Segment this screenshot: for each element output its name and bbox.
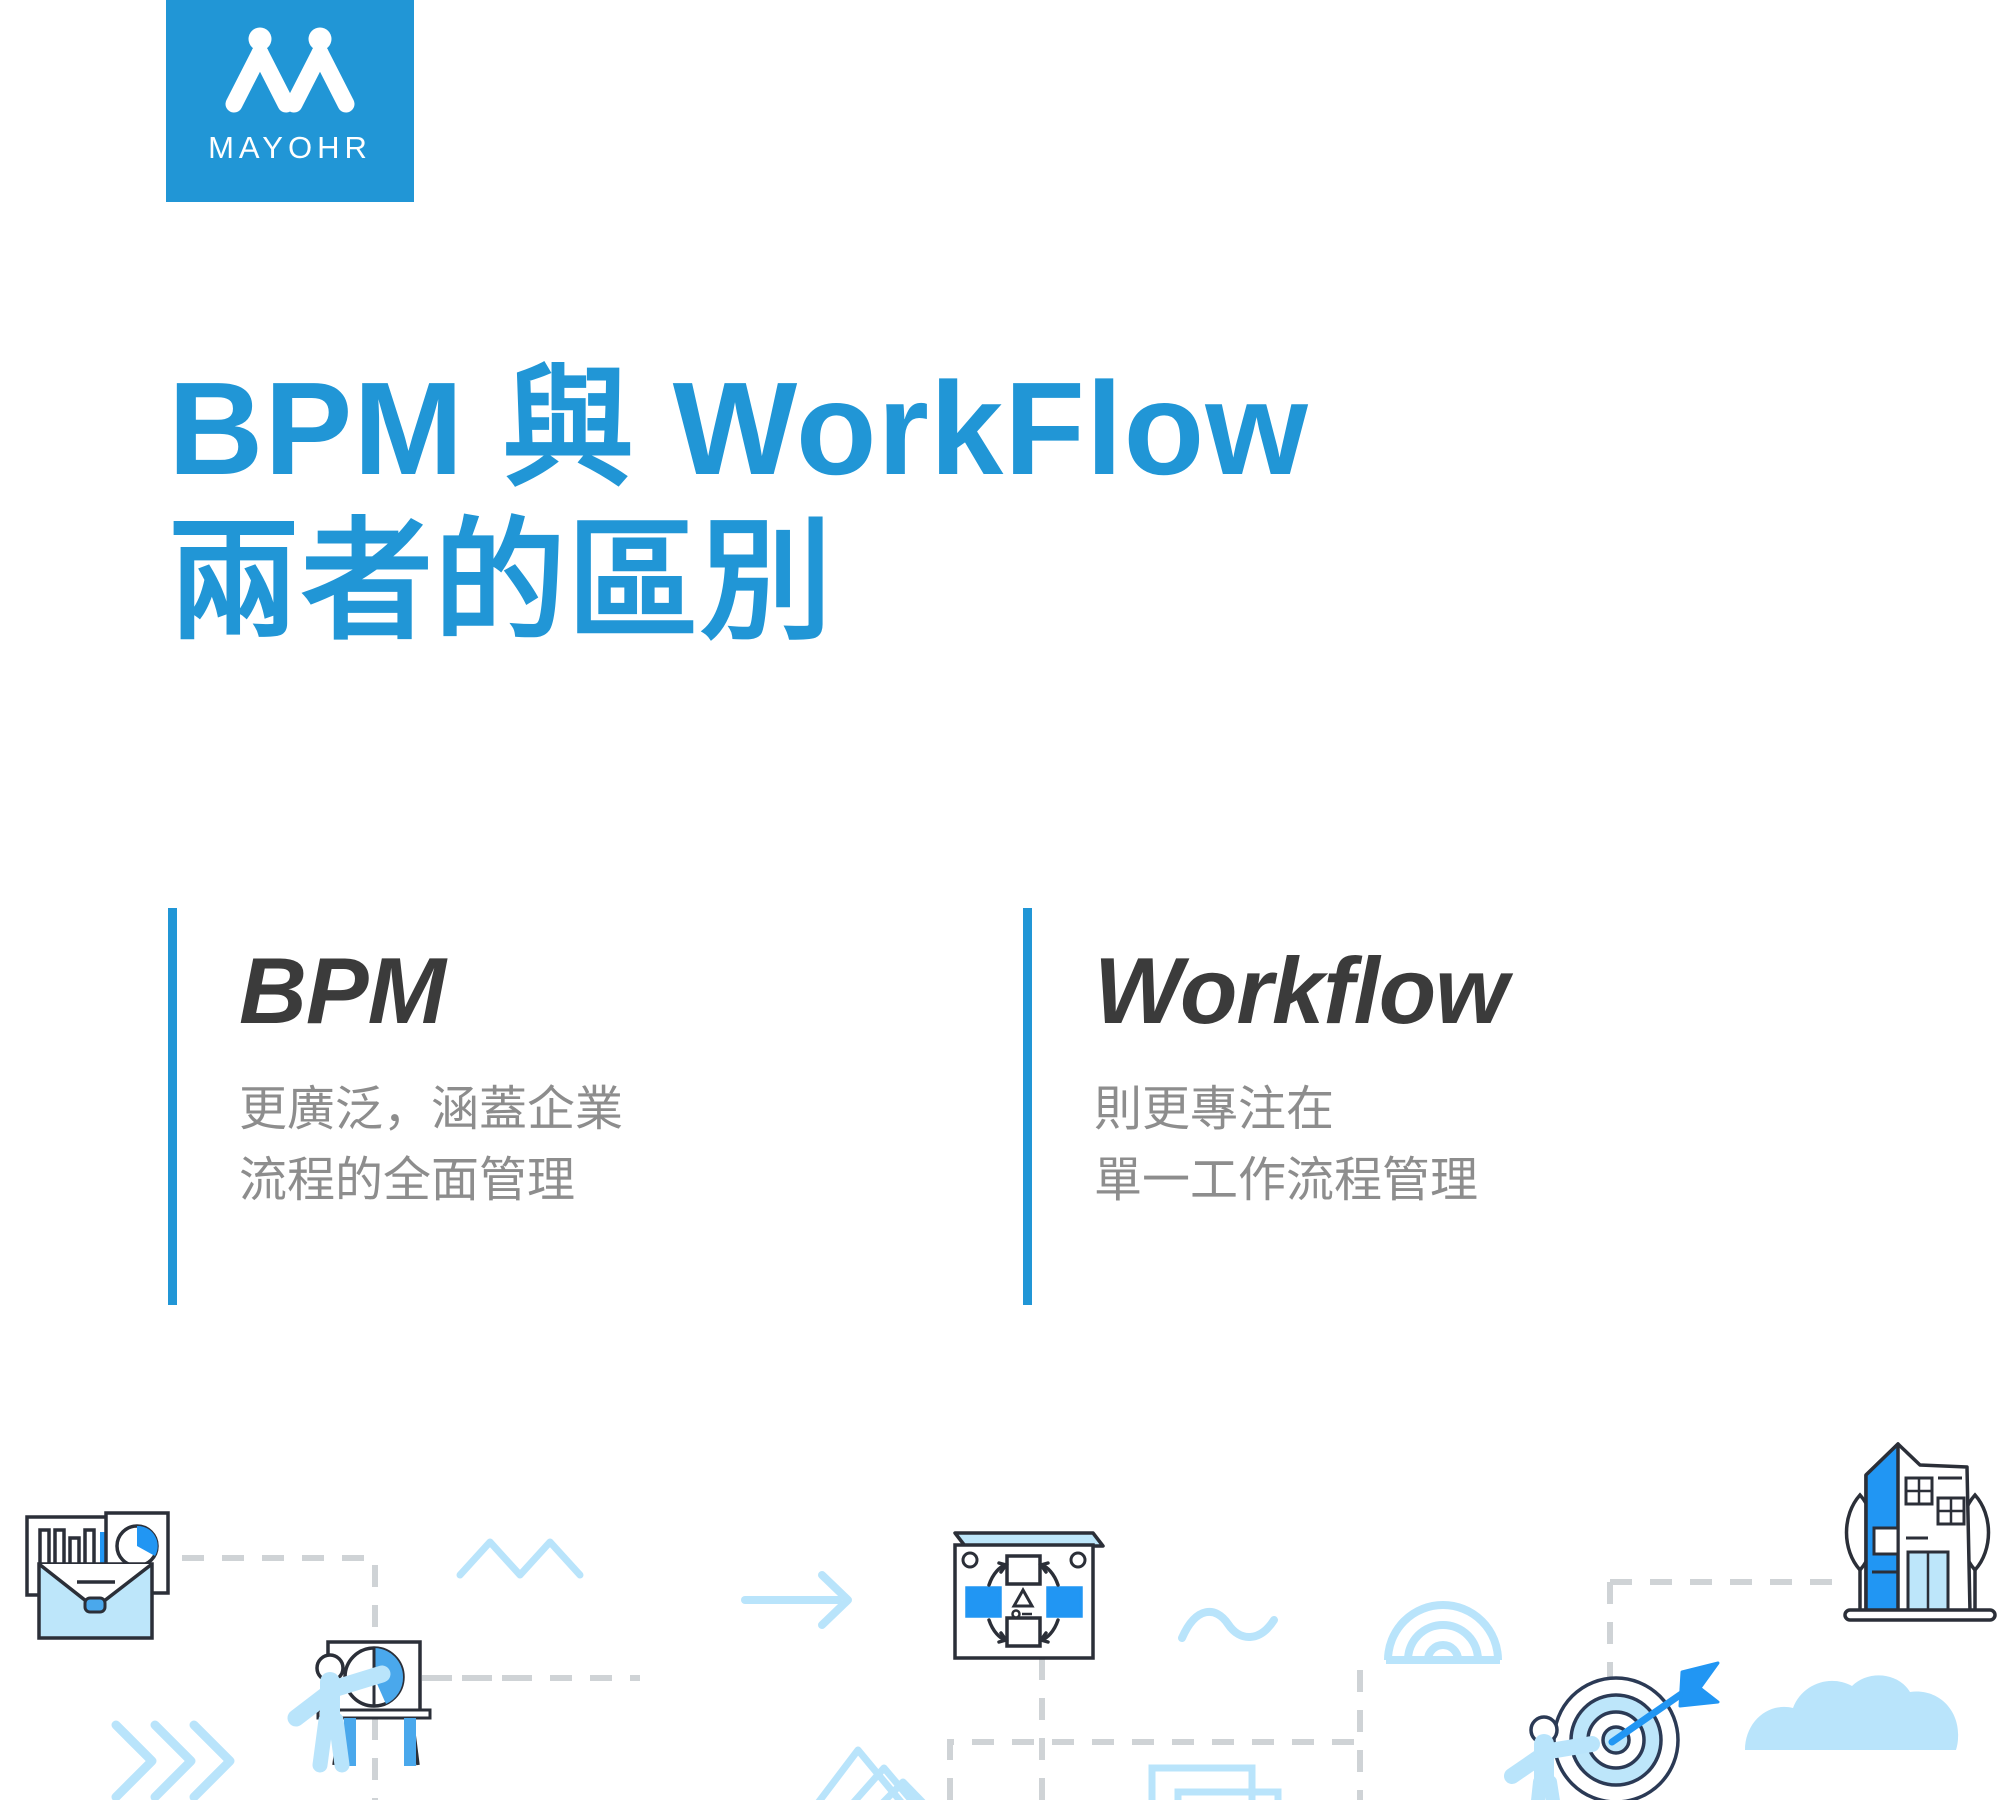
comparison-desc-line-1: 更廣泛，涵蓋企業 [239, 1083, 624, 1136]
accent-rule [1023, 908, 1032, 1305]
building-with-trees-icon [1843, 1442, 1997, 1622]
chevrons-right-decoration [111, 1720, 235, 1800]
brand-logo-block: MAYOHR [166, 0, 414, 202]
nested-squares-decoration [1148, 1764, 1282, 1800]
comparison-title-bpm: BPM [239, 938, 446, 1043]
comparison-section: BPM 更廣泛，涵蓋企業 流程的全面管理 Workflow 則更專注在 單一工作… [168, 908, 1888, 1305]
comparison-column-bpm: BPM 更廣泛，涵蓋企業 流程的全面管理 [168, 908, 1023, 1305]
comparison-column-body: Workflow 則更專注在 單一工作流程管理 [1032, 908, 1508, 1305]
comparison-desc-workflow: 則更專注在 單一工作流程管理 [1094, 1074, 1507, 1216]
mayohr-people-m-logo-icon [225, 27, 355, 113]
accent-rule [168, 908, 177, 1305]
person-presenting-pie-chart-icon [287, 1640, 432, 1773]
mountains-decoration [815, 1746, 926, 1800]
envelope-with-reports-icon [25, 1511, 170, 1640]
comparison-column-body: BPM 更廣泛，涵蓋企業 流程的全面管理 [177, 908, 623, 1305]
page-title-line-1: BPM 與 WorkFlow [168, 355, 1309, 502]
person-with-target-arrow-icon [1504, 1661, 1720, 1800]
arrow-right-decoration [741, 1571, 852, 1629]
page-title-line-2: 兩者的區別 [168, 508, 833, 656]
brand-wordmark: MAYOHR [208, 130, 372, 165]
page-title: BPM 與 WorkFlow 兩者的區別 [168, 352, 1888, 658]
comparison-desc-line-1: 則更專注在 [1094, 1083, 1335, 1136]
zigzag-decoration [456, 1538, 584, 1579]
rainbow-arcs-decoration [1384, 1601, 1502, 1664]
comparison-desc-bpm: 更廣泛，涵蓋企業 流程的全面管理 [239, 1074, 623, 1216]
comparison-column-workflow: Workflow 則更專注在 單一工作流程管理 [1023, 908, 1878, 1305]
comparison-desc-line-2: 單一工作流程管理 [1094, 1154, 1479, 1208]
illustration-strip [25, 1442, 1997, 1800]
cloud-decoration [1745, 1675, 1959, 1750]
wave-decoration [1178, 1607, 1278, 1642]
comparison-title-workflow: Workflow [1094, 938, 1508, 1043]
process-box-with-rotating-arrows-icon [953, 1531, 1105, 1660]
comparison-desc-line-2: 流程的全面管理 [239, 1154, 576, 1208]
